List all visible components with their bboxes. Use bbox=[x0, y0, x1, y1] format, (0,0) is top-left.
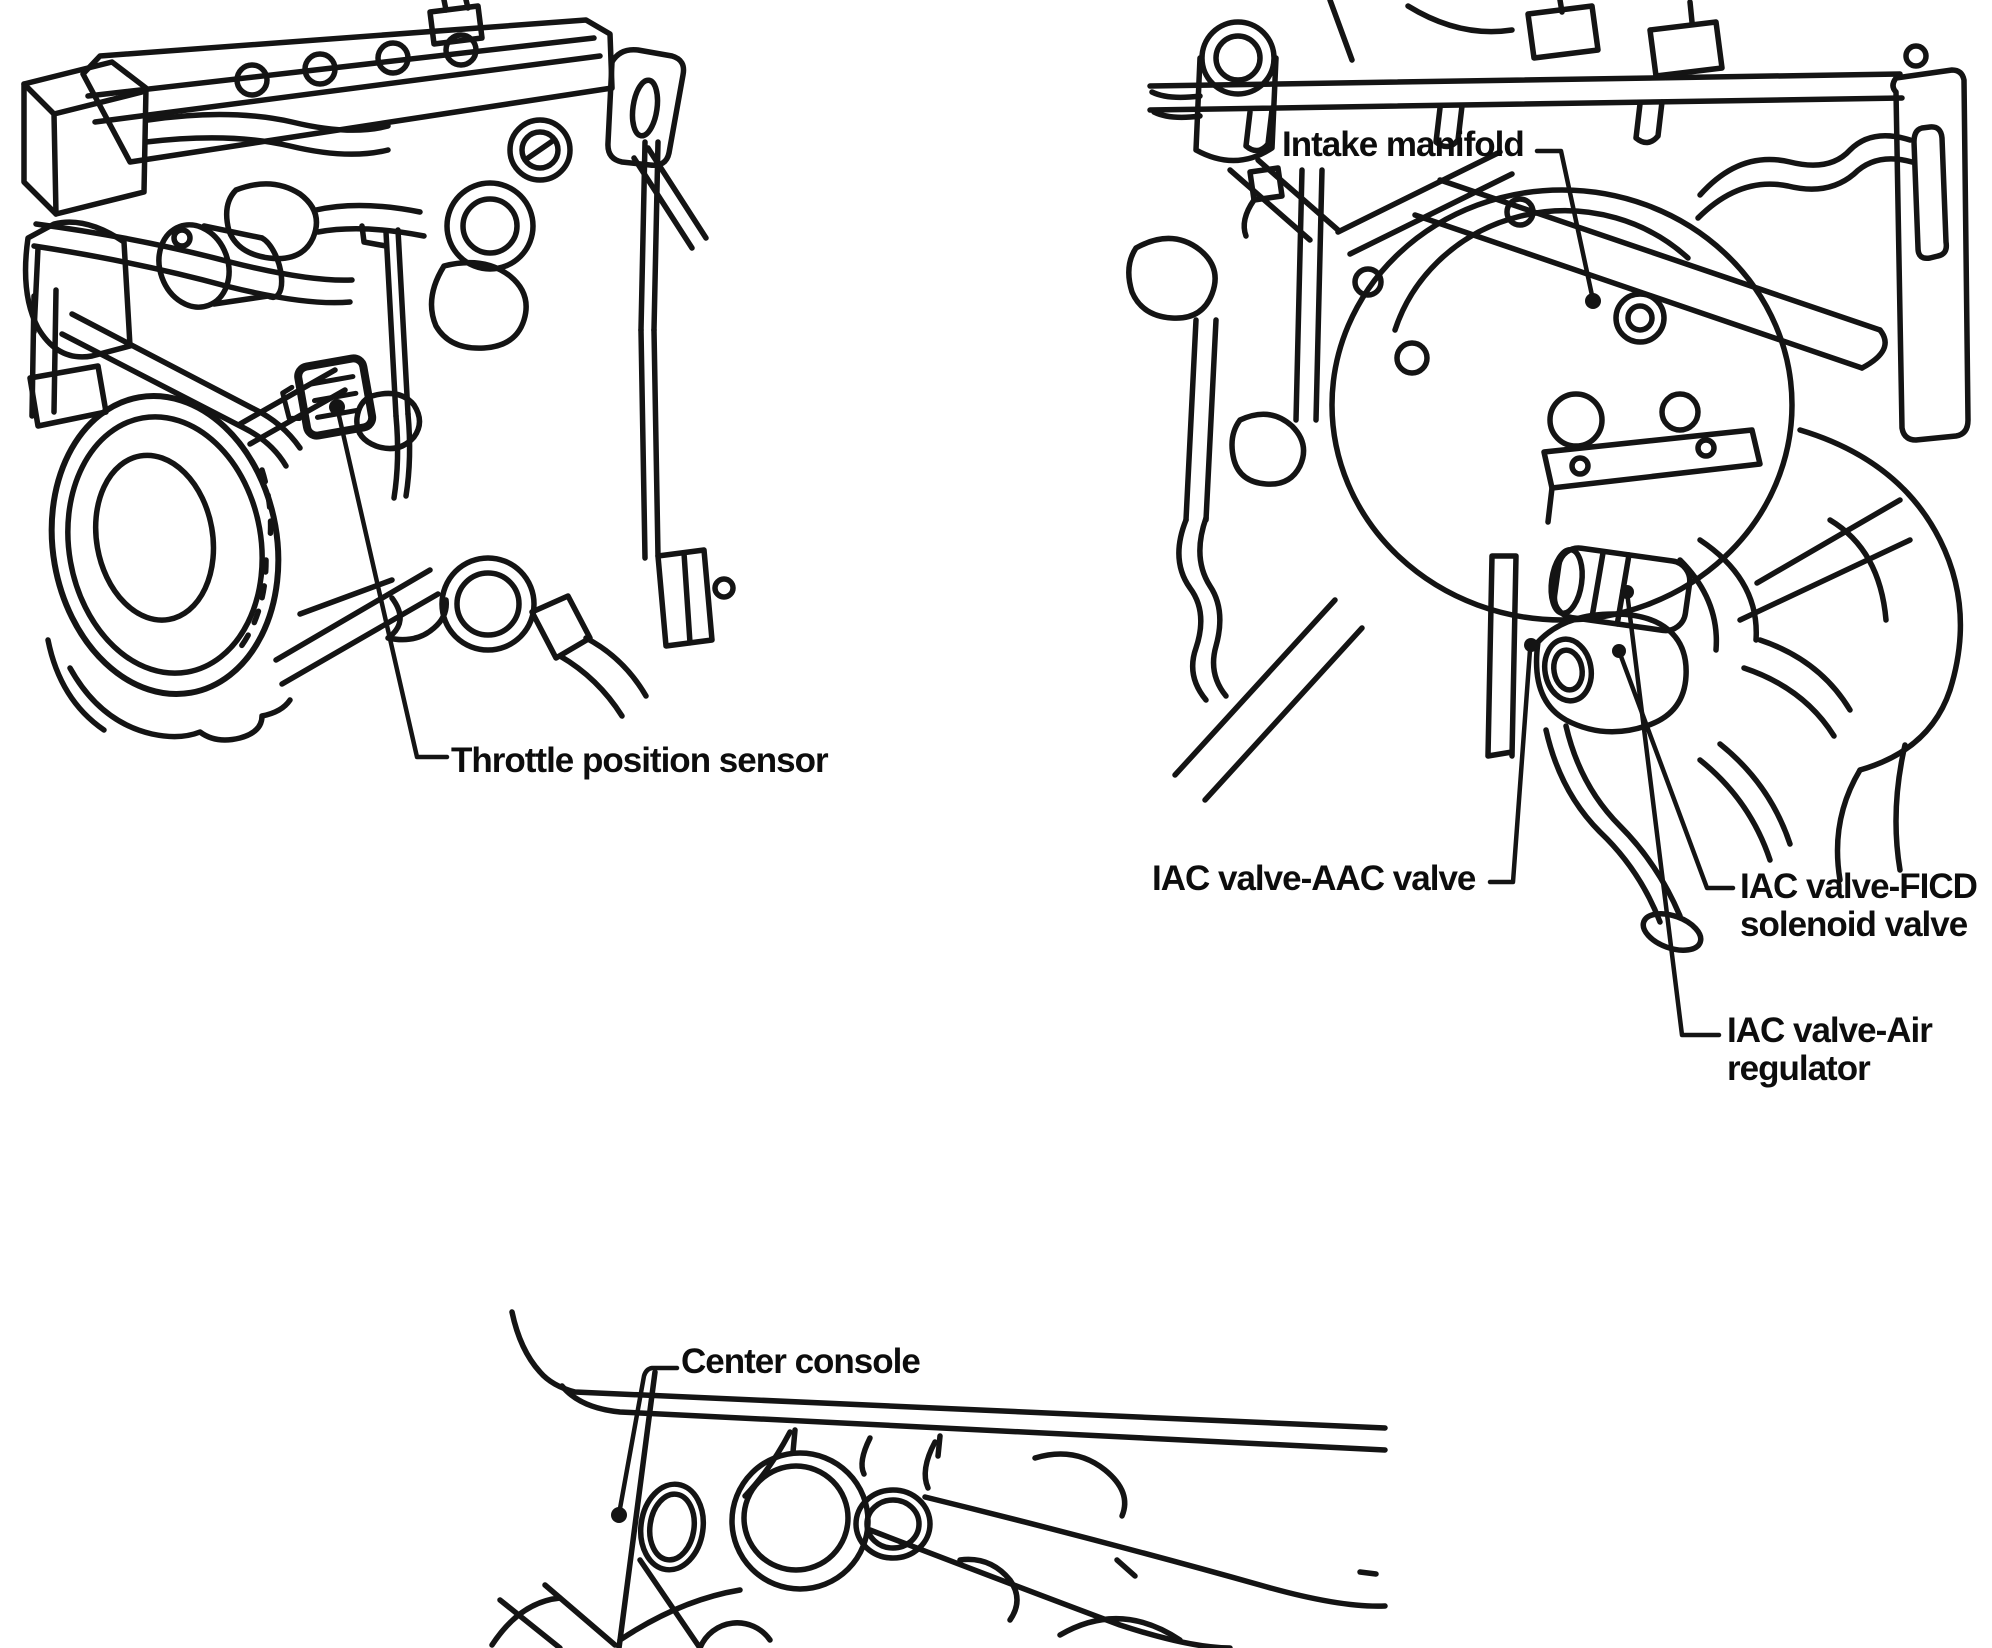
air-dot bbox=[1620, 585, 1634, 599]
intake-leader bbox=[1534, 148, 1596, 303]
intake-dot bbox=[1585, 293, 1601, 309]
center-console-illustration bbox=[489, 1309, 1388, 1648]
label-iac-air-line1: IAC valve-Air bbox=[1727, 1011, 1933, 1050]
label-iac-ficd-line1: IAC valve-FICD bbox=[1740, 867, 1978, 906]
label-iac-air-regulator: IAC valve-Air regulator bbox=[1727, 1011, 1933, 1088]
label-throttle-position-sensor: Throttle position sensor bbox=[451, 741, 829, 780]
air-leader bbox=[1624, 589, 1722, 1038]
aac-dot bbox=[1524, 638, 1538, 652]
label-iac-ficd-line2: solenoid valve bbox=[1740, 905, 1968, 944]
ficd-dot bbox=[1612, 644, 1626, 658]
label-intake-manifold: Intake manifold bbox=[1282, 125, 1525, 164]
label-center-console: Center console bbox=[681, 1342, 921, 1381]
label-iac-aac-valve: IAC valve-AAC valve bbox=[1152, 859, 1476, 898]
label-iac-air-line2: regulator bbox=[1727, 1049, 1871, 1088]
console-dot bbox=[611, 1507, 627, 1523]
leader-lines bbox=[334, 148, 1736, 1523]
engine-illustration bbox=[21, 0, 736, 743]
ficd-leader bbox=[1616, 648, 1736, 891]
intake-manifold-illustration bbox=[1126, 0, 1971, 953]
label-iac-ficd-solenoid-valve: IAC valve-FICD solenoid valve bbox=[1740, 867, 1978, 944]
aac-leader bbox=[1487, 647, 1533, 885]
throttle-leader bbox=[334, 404, 450, 760]
console-leader bbox=[616, 1365, 680, 1517]
